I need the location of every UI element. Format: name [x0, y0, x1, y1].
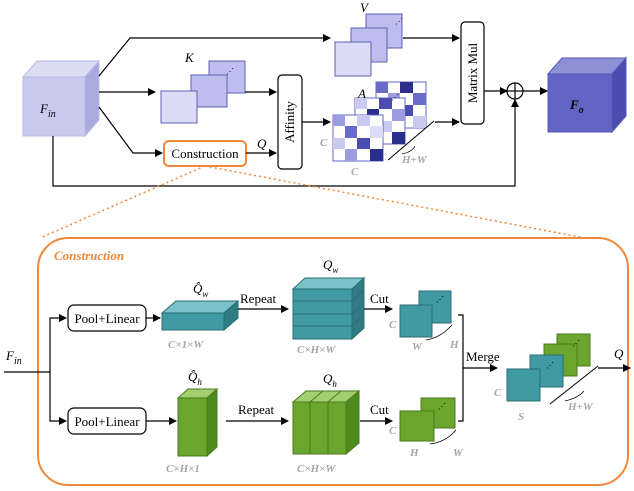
cut1-w: W — [412, 341, 423, 353]
qh-block — [291, 389, 361, 456]
arrow-to-pool1 — [49, 314, 67, 372]
construction-label: Construction — [171, 146, 239, 161]
dim-ch1: C×H×1 — [166, 463, 200, 475]
merge-hw: H+W — [567, 401, 594, 413]
a-c-label-2: C — [351, 166, 359, 178]
merge-label: Merge — [466, 349, 500, 364]
qh-label: Qh — [323, 371, 337, 389]
arrow-to-pool2 — [49, 372, 67, 425]
matrix-mul-box[interactable] — [460, 21, 485, 125]
f-o-label: Fo — [569, 97, 584, 116]
merge-s: S — [518, 411, 524, 423]
svg-text:⋰: ⋰ — [226, 67, 234, 76]
affinity-label: Affinity — [282, 101, 297, 143]
input-feature-cube — [21, 59, 101, 138]
q-label: Q — [257, 136, 267, 151]
svg-text:⋰: ⋰ — [395, 17, 403, 26]
detail-f-in-label: Fin — [5, 348, 22, 367]
dim-chw-1: C×H×W — [297, 344, 336, 356]
svg-text:⋰: ⋰ — [438, 402, 446, 411]
repeat-label-1: Repeat — [240, 291, 276, 306]
pool-linear-label-1: Pool+Linear — [74, 311, 140, 326]
output-q-label: Q — [614, 346, 624, 361]
a-c-label-1: C — [320, 137, 328, 149]
cut2-h: H — [409, 447, 419, 459]
cut-result-green: ⋰ — [399, 397, 457, 445]
cut-label-2: Cut — [370, 402, 389, 417]
matrix-mul-label: Matrix Mul — [465, 42, 480, 103]
a-label: A — [357, 86, 366, 101]
k-stack: ⋰ — [160, 60, 246, 124]
svg-text:⋰: ⋰ — [572, 339, 580, 348]
k-label: K — [184, 50, 195, 65]
pool-linear-label-2: Pool+Linear — [74, 414, 140, 429]
attention-map-stack: ⋰ — [332, 81, 435, 162]
repeat-label-2: Repeat — [238, 402, 274, 417]
cut1-h: H — [449, 339, 459, 351]
arrow-to-construction — [98, 106, 163, 157]
qw-label: Qw — [323, 257, 338, 275]
svg-text:⋰: ⋰ — [391, 93, 399, 102]
construction-title: Construction — [54, 248, 124, 263]
cut1-c: C — [389, 319, 397, 331]
qh-hat-label: Q̂h — [188, 369, 202, 387]
cut-result-teal: ⋰ — [399, 290, 453, 341]
dim-chw-2: C×H×W — [297, 463, 336, 475]
qh-hat-bar — [176, 387, 219, 458]
merged-stack: ⋰ ⋰ — [506, 333, 599, 405]
svg-text:⋰: ⋰ — [436, 295, 444, 304]
a-hw-label: H+W — [401, 154, 428, 166]
zoom-line-right — [204, 165, 586, 239]
residual-arrow — [52, 99, 519, 187]
qw-block — [291, 276, 366, 341]
qw-hat-label: Q̂w — [193, 281, 208, 299]
qw-hat-slab — [160, 299, 240, 332]
zoom-line-left — [39, 165, 206, 239]
svg-text:⋰: ⋰ — [546, 361, 554, 370]
cut2-c: C — [389, 425, 397, 437]
arrow-to-v — [98, 34, 331, 77]
merge-c: C — [494, 387, 502, 399]
f-in-label: Fin — [39, 101, 56, 120]
cut2-w: W — [453, 447, 464, 459]
cut-label-1: Cut — [370, 291, 389, 306]
v-label: V — [360, 0, 370, 15]
add-circle — [506, 82, 524, 100]
v-stack: ⋰ — [334, 13, 403, 77]
output-feature-cube — [546, 56, 628, 134]
dim-c1w: C×1×W — [168, 339, 204, 351]
